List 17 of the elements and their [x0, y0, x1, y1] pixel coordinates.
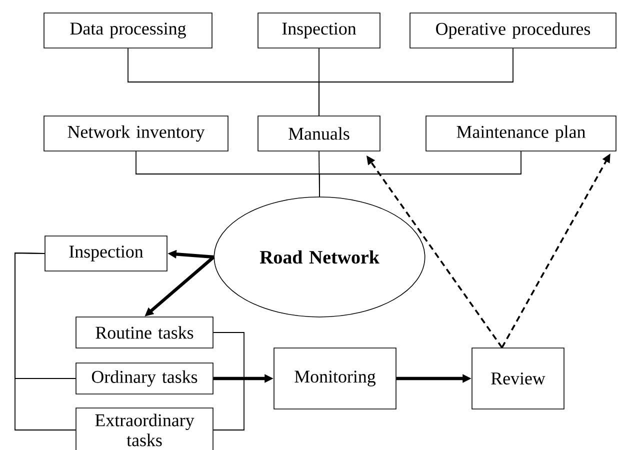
- connector-line: [14, 252, 76, 430]
- process-box: Review: [472, 348, 564, 410]
- process-box: Network inventory: [44, 116, 228, 152]
- process-box: Routine tasks: [76, 316, 214, 348]
- process-box: Data processing: [44, 12, 212, 48]
- process-box: Monitoring: [274, 348, 396, 410]
- process-box: Operative procedures: [410, 12, 616, 48]
- process-box: Manuals: [258, 116, 380, 152]
- connector-line: [318, 48, 514, 116]
- connector-line: [212, 332, 244, 430]
- process-box: Inspection: [258, 12, 380, 48]
- ellipse-node: Road Network: [214, 196, 426, 318]
- process-box: Extraordinary tasks: [76, 408, 214, 450]
- process-box: Maintenance plan: [426, 116, 616, 152]
- process-box: Ordinary tasks: [76, 362, 214, 394]
- connector-line: [319, 150, 522, 198]
- process-box: Inspection: [44, 236, 168, 272]
